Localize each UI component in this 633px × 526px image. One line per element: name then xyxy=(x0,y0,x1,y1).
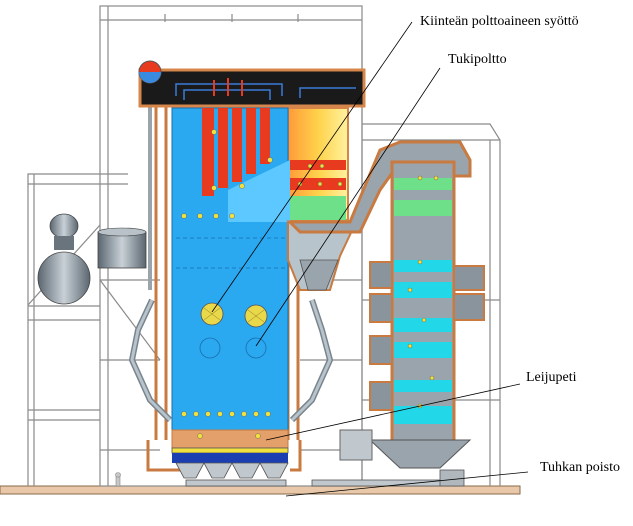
ash-removal-label: Tuhkan poisto xyxy=(540,460,621,475)
ash-removal-leader xyxy=(285,471,529,497)
fuel-feed-leader xyxy=(211,21,413,313)
fan-icon xyxy=(37,213,91,305)
ground-floor xyxy=(0,485,521,495)
fluidized-bed-leader xyxy=(265,383,521,441)
windbox xyxy=(172,453,288,463)
support-firing-leader xyxy=(255,67,441,347)
backpass-hopper xyxy=(368,439,472,469)
air-preheater-boxes xyxy=(369,261,485,411)
support-firing-label: Tukipoltto xyxy=(448,52,507,67)
economizer-band xyxy=(290,196,346,220)
steam-drum-icon xyxy=(138,60,162,84)
superheater-panels xyxy=(202,108,270,196)
loop-seal-inner xyxy=(130,299,332,422)
furnace xyxy=(171,107,289,431)
ash-motor xyxy=(439,469,465,487)
person-scale-icon xyxy=(115,472,121,487)
ash-hoppers xyxy=(175,462,289,479)
support-burner-outlines xyxy=(199,337,267,359)
grid-plate xyxy=(171,447,289,454)
fluidized-bed-label: Leijupeti xyxy=(526,370,577,385)
flue-duct xyxy=(286,140,472,234)
burner-ports xyxy=(181,129,439,439)
superheater-band xyxy=(290,160,346,170)
hopper xyxy=(299,259,339,291)
fuel-feed-ports xyxy=(200,302,268,328)
furnace-highlight xyxy=(228,160,290,222)
leader-lines xyxy=(211,21,529,497)
storage-silo xyxy=(97,227,147,269)
ash-conveyor xyxy=(185,479,287,487)
backpass-bands xyxy=(394,178,452,424)
roof-red-pipes xyxy=(213,78,243,96)
fuel-feed-label: Kiinteän polttoaineen syöttö xyxy=(420,14,579,29)
inlet-duct xyxy=(339,429,373,461)
